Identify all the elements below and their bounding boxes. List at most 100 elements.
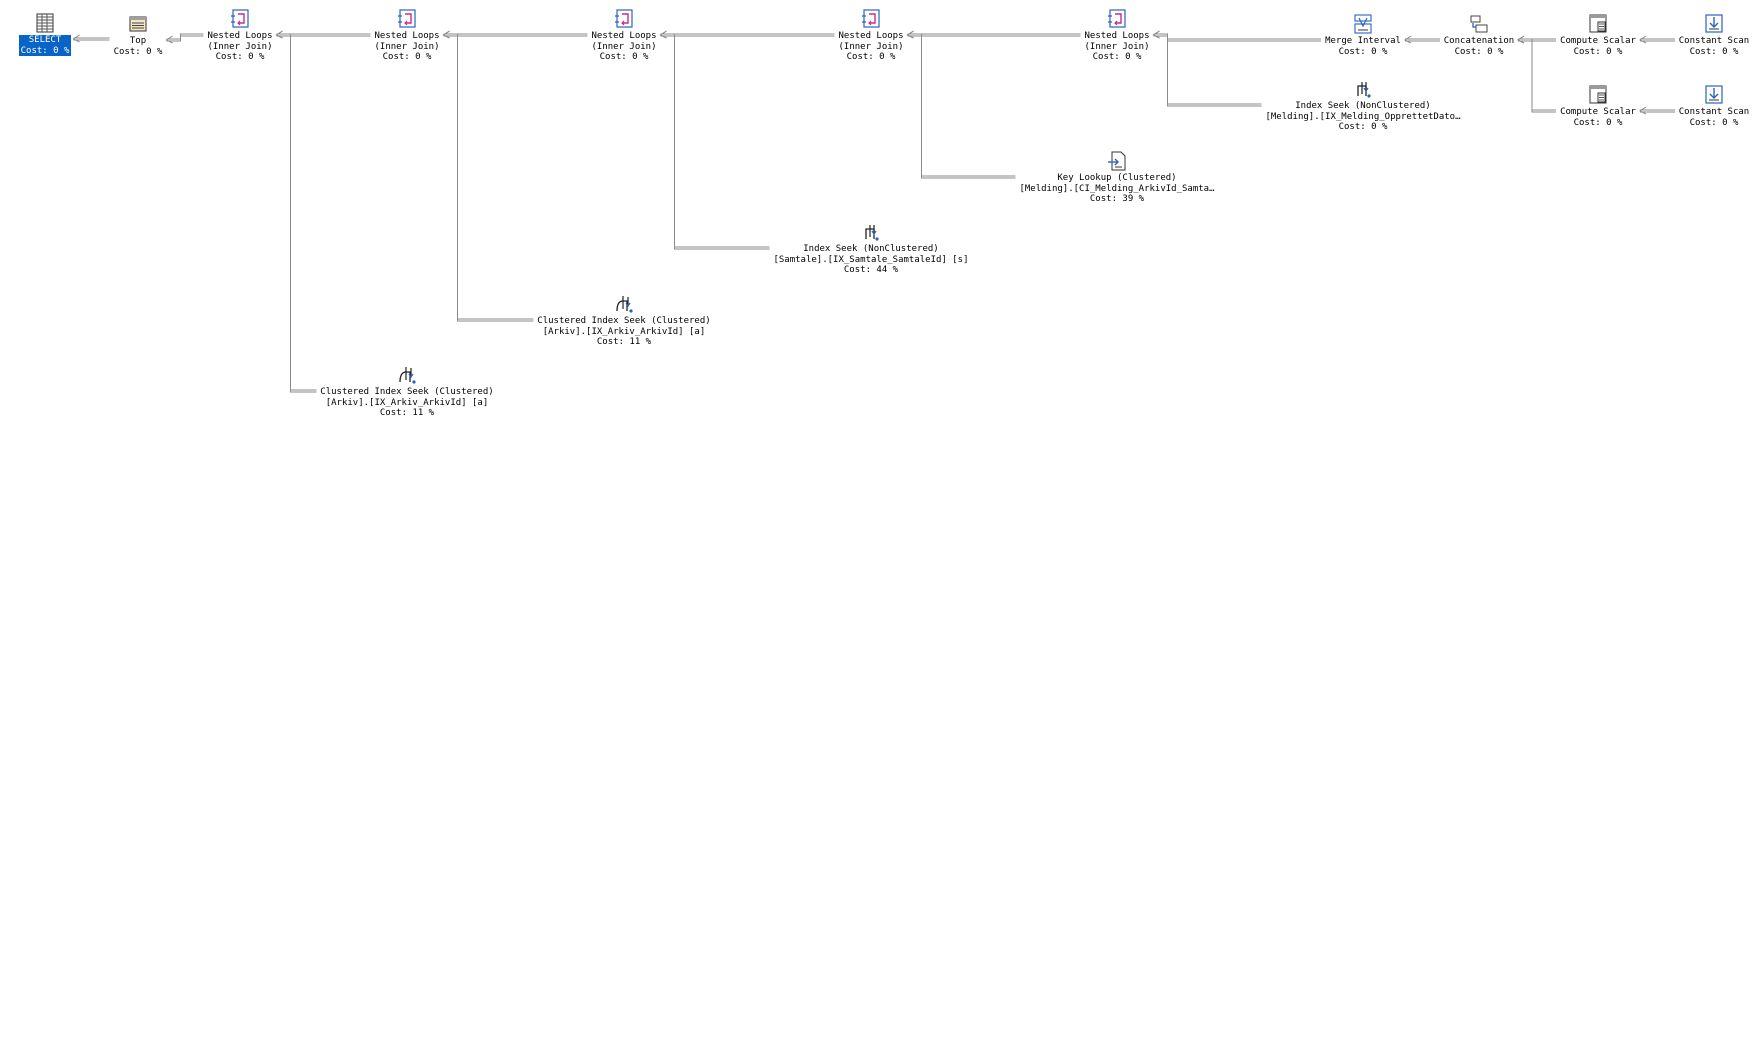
plan-node-label: Nested Loops(Inner Join)Cost: 0 %: [589, 31, 658, 63]
plan-node-seek-melding[interactable]: Index Seek (NonClustered)[Melding].[IX_M…: [1253, 78, 1473, 133]
plan-node-label-line: Cost: 0 %: [1454, 46, 1504, 57]
index-seek-icon: [1352, 78, 1374, 100]
nested-loops-icon: [1106, 8, 1128, 30]
plan-edge-shadow: [907, 35, 1016, 179]
plan-node-label-line: Cost: 0 %: [20, 45, 70, 56]
plan-node-label-line: Top: [129, 36, 147, 46]
plan-edge-shadow: [1518, 40, 1556, 113]
plan-node-label-line: Cost: 0 %: [1338, 46, 1388, 57]
plan-node-label-line: Constant Scan: [1678, 107, 1750, 117]
plan-node-label-line: Cost: 44 %: [843, 265, 899, 275]
plan-edge-shadow: [166, 35, 204, 42]
plan-node-label-line: Cost: 0 %: [215, 52, 265, 62]
plan-node-label-line: (Inner Join): [838, 41, 904, 52]
plan-node-nl1[interactable]: Nested Loops(Inner Join)Cost: 0 %: [130, 8, 350, 63]
plan-node-cis-arkiv1[interactable]: Clustered Index Seek (Clustered)[Arkiv].…: [514, 293, 734, 348]
plan-edge-arrow: [275, 30, 283, 39]
plan-node-label: Key Lookup (Clustered)[Melding].[CI_Meld…: [1017, 173, 1216, 205]
select-result-icon: [34, 12, 56, 34]
nested-loops-icon: [860, 8, 882, 30]
plan-node-nl2[interactable]: Nested Loops(Inner Join)Cost: 0 %: [297, 8, 517, 63]
compute-scalar-icon: [1587, 84, 1609, 106]
plan-node-label-line: [Melding].[CI_Melding_ArkivId_Samta…: [1019, 183, 1215, 194]
plan-node-label-line: Nested Loops: [374, 31, 440, 41]
key-lookup-icon: [1106, 150, 1128, 172]
plan-node-label-line: (Inner Join): [374, 41, 440, 52]
plan-node-nl3[interactable]: Nested Loops(Inner Join)Cost: 0 %: [514, 8, 734, 63]
clustered-index-seek-icon: [396, 364, 418, 386]
merge-interval-icon: [1352, 13, 1374, 35]
plan-node-label-line: [Arkiv].[IX_Arkiv_ArkivId] [a]: [325, 397, 489, 408]
plan-edge-arrow: [1639, 35, 1647, 44]
constant-scan-icon: [1703, 84, 1725, 106]
plan-node-seek-samtale[interactable]: Index Seek (NonClustered)[Samtale].[IX_S…: [761, 221, 981, 276]
plan-node-label-line: Cost: 11 %: [379, 408, 435, 418]
plan-node-label: Index Seek (NonClustered)[Samtale].[IX_S…: [771, 244, 970, 276]
compute-scalar-icon: [1587, 13, 1609, 35]
constant-scan-icon: [1703, 13, 1725, 35]
plan-node-label: Nested Loops(Inner Join)Cost: 0 %: [1082, 31, 1151, 63]
plan-edge-nl1-cis-arkiv2: [276, 33, 317, 391]
plan-node-keylookup[interactable]: Key Lookup (Clustered)[Melding].[CI_Meld…: [1007, 150, 1227, 205]
plan-node-label-line: Index Seek (NonClustered): [1295, 101, 1431, 111]
plan-node-cis-arkiv2[interactable]: Clustered Index Seek (Clustered)[Arkiv].…: [297, 364, 517, 419]
plan-node-label-line: Compute Scalar: [1560, 36, 1636, 46]
plan-edge-shadow: [443, 35, 534, 322]
top-icon: [127, 13, 149, 35]
plan-node-label-line: (Inner Join): [591, 41, 657, 52]
plan-node-label: Nested Loops(Inner Join)Cost: 0 %: [372, 31, 441, 63]
plan-node-label: Clustered Index Seek (Clustered)[Arkiv].…: [318, 387, 495, 419]
plan-node-label-line: Nested Loops: [591, 31, 657, 41]
plan-edge-arrow: [442, 30, 450, 39]
plan-node-label-line: Cost: 0 %: [382, 52, 432, 62]
plan-edge-arrow: [72, 34, 80, 43]
plan-node-nl5[interactable]: Nested Loops(Inner Join)Cost: 0 %: [1007, 8, 1227, 63]
plan-node-label-line: Cost: 0 %: [1689, 46, 1739, 57]
plan-node-label-line: Cost: 11 %: [596, 337, 652, 347]
plan-edge-arrow: [1639, 106, 1647, 115]
plan-node-label-line: Concatenation: [1443, 36, 1515, 46]
plan-node-label-line: Compute Scalar: [1560, 107, 1636, 117]
plan-node-label-line: Cost: 39 %: [1089, 194, 1145, 204]
plan-node-label-line: Clustered Index Seek (Clustered): [320, 387, 494, 397]
plan-node-label-line: SELECT: [28, 35, 62, 45]
plan-node-label-line: Nested Loops: [838, 31, 904, 41]
clustered-index-seek-icon: [613, 293, 635, 315]
plan-edge-nl3-seek-samtale: [660, 33, 770, 248]
plan-node-label-line: [Arkiv].[IX_Arkiv_ArkivId] [a]: [542, 326, 706, 337]
nested-loops-icon: [613, 8, 635, 30]
plan-node-label-line: Cost: 0 %: [1092, 52, 1142, 62]
plan-node-label-line: Cost: 0 %: [1573, 117, 1623, 128]
nested-loops-icon: [229, 8, 251, 30]
plan-edge-arrow: [1517, 35, 1525, 44]
plan-node-label-line: Cost: 0 %: [1573, 46, 1623, 57]
plan-node-label-line: Cost: 0 %: [113, 46, 163, 57]
plan-node-label-line: Nested Loops: [207, 31, 273, 41]
plan-edge-arrow: [1152, 30, 1160, 39]
plan-node-label: Nested Loops(Inner Join)Cost: 0 %: [205, 31, 274, 63]
plan-node-label: Index Seek (NonClustered)[Melding].[IX_M…: [1263, 101, 1462, 133]
plan-edge-shadow: [1153, 35, 1262, 107]
nested-loops-icon: [396, 8, 418, 30]
plan-node-label-line: (Inner Join): [207, 41, 273, 52]
plan-node-nl4[interactable]: Nested Loops(Inner Join)Cost: 0 %: [761, 8, 981, 63]
plan-node-label-line: Cost: 0 %: [599, 52, 649, 62]
plan-node-label-line: Merge Interval: [1325, 36, 1401, 46]
plan-node-label-line: Clustered Index Seek (Clustered): [537, 316, 711, 326]
plan-edge-arrow: [165, 35, 173, 44]
